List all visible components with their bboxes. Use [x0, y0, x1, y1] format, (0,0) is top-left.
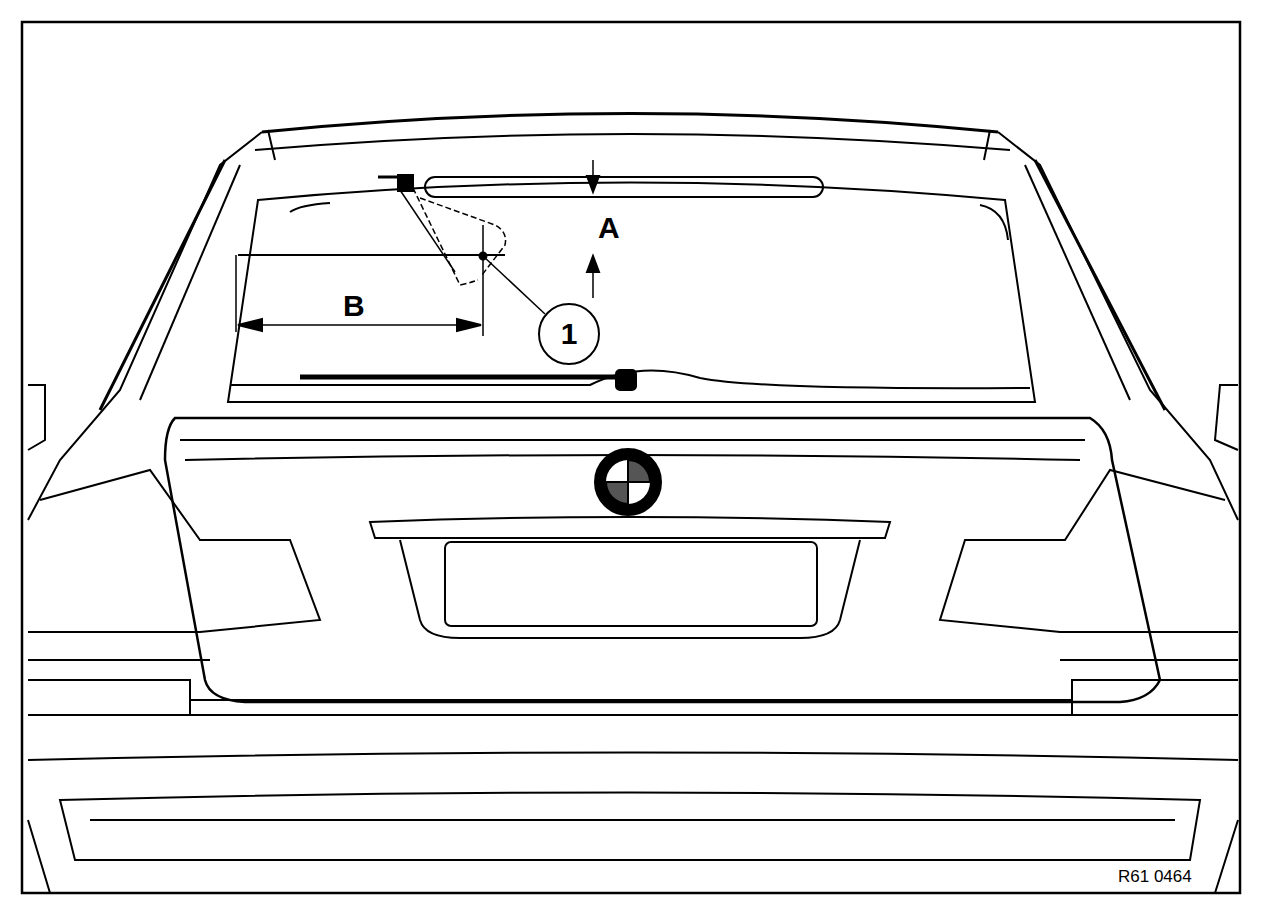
- left-lamp-line: [28, 659, 210, 661]
- wiper-pivot: [616, 370, 636, 390]
- rear-window: [228, 183, 1035, 403]
- right-rail: [1035, 160, 1165, 410]
- arrowhead: [587, 176, 599, 272]
- extension-line: [238, 254, 505, 256]
- left-pillar-inner: [140, 165, 240, 400]
- bumper-side: [28, 820, 1238, 893]
- bumper-corner: [28, 680, 1238, 715]
- brake-light: [425, 177, 823, 197]
- wiper-blade: [300, 375, 622, 380]
- right-mirror: [1215, 385, 1238, 450]
- right-pillar-inner: [1025, 165, 1130, 400]
- bumper-top: [190, 700, 1072, 715]
- wiper-stub: [378, 176, 400, 179]
- leader-line: [483, 256, 545, 314]
- callout-circle: 1: [538, 303, 600, 365]
- frame: [22, 22, 1240, 893]
- logo-inner: [606, 460, 650, 504]
- left-lamp: [28, 470, 320, 632]
- wiper-arm-alt: [400, 190, 455, 272]
- handle-bar: [370, 517, 890, 538]
- dimension-label: A: [598, 213, 620, 243]
- logo: [595, 449, 661, 515]
- right-pillar: [998, 132, 1238, 520]
- wiper-outline: [413, 188, 506, 285]
- plate-recess: [400, 540, 860, 638]
- logo-quarter: [606, 460, 650, 504]
- window-inner: [290, 203, 1008, 240]
- wiper-pivot-alt: [398, 175, 413, 191]
- license-plate: [445, 542, 817, 626]
- bumper-line: [28, 753, 1238, 761]
- left-rail: [100, 160, 225, 410]
- tailgate: [165, 418, 1160, 702]
- figure-number: R61 0464: [1118, 868, 1192, 885]
- bumper-step-line: [90, 819, 1175, 821]
- bumper-step: [60, 793, 1200, 861]
- right-lamp-line: [1060, 659, 1238, 661]
- dimension-b: [236, 225, 483, 336]
- logo-cross: [606, 460, 650, 504]
- right-lamp: [940, 470, 1238, 632]
- callout-number: 1: [561, 319, 578, 349]
- roof-line: [262, 114, 998, 133]
- dimension-label: B: [343, 291, 365, 321]
- spoiler-edge: [255, 134, 1010, 150]
- left-pillar: [28, 132, 262, 520]
- tailgate-edge: [180, 439, 1085, 441]
- left-mirror: [28, 385, 45, 450]
